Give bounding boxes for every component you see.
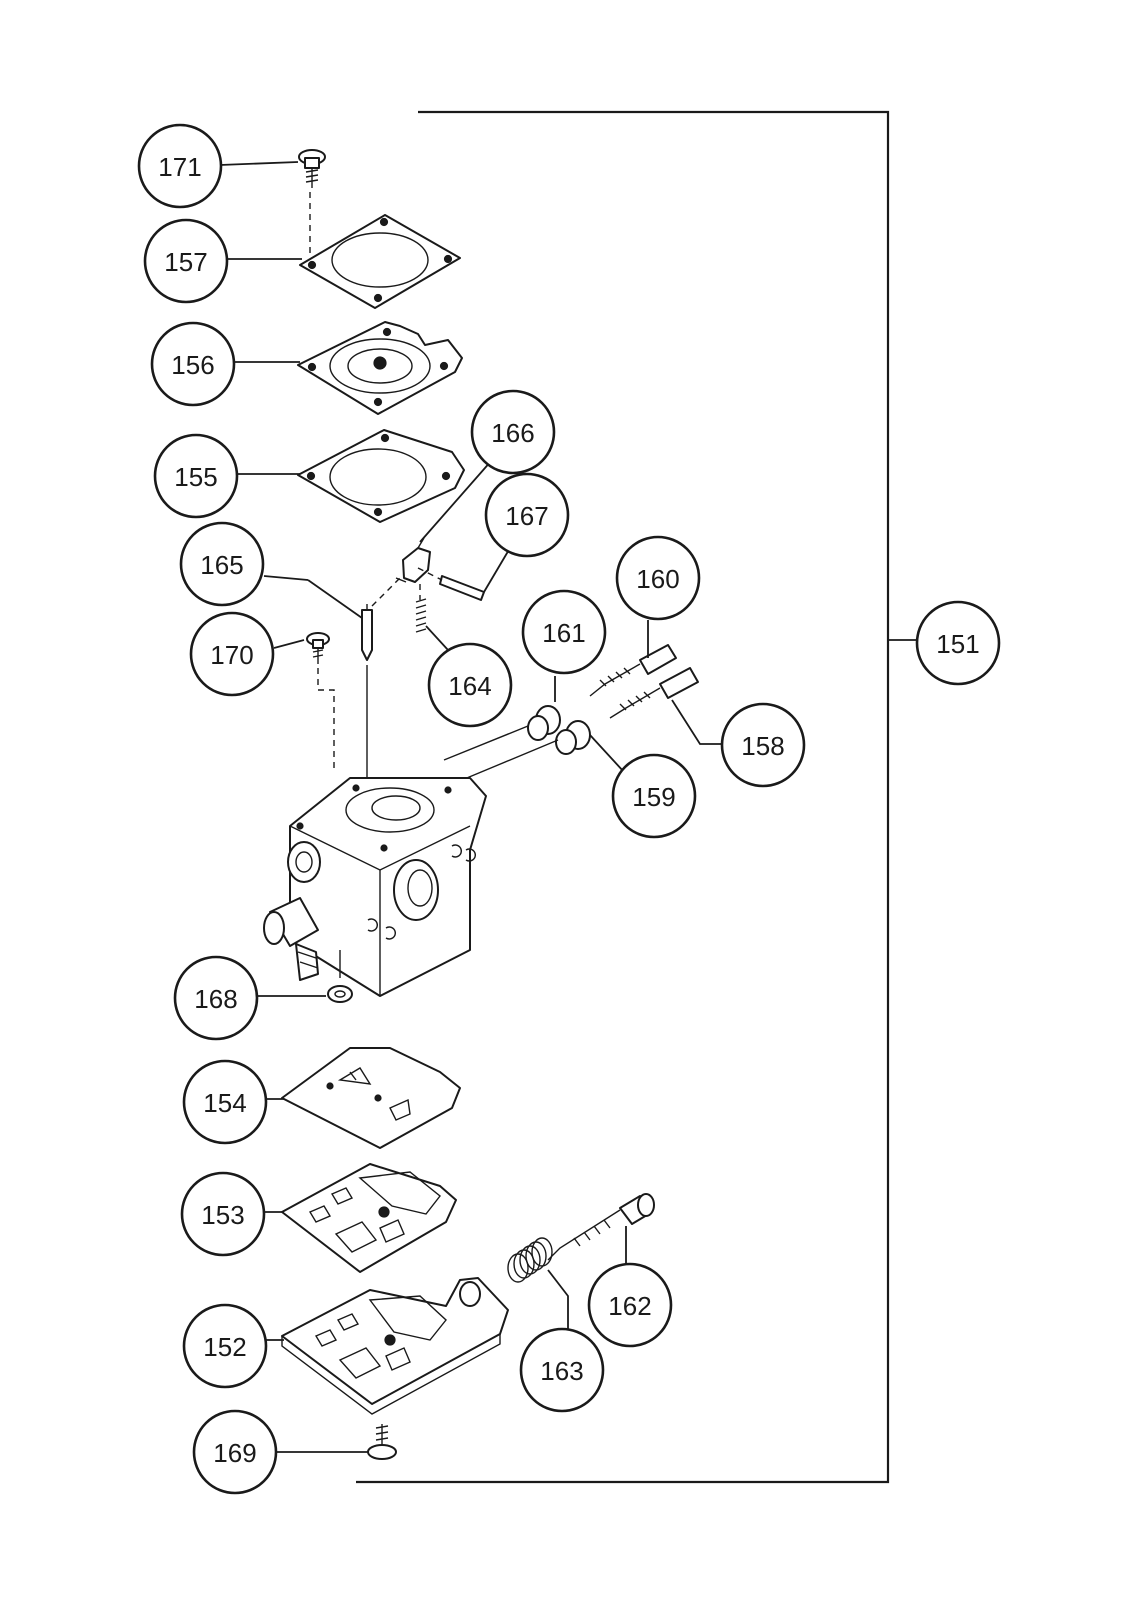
part-spring-163 bbox=[507, 1237, 569, 1330]
svg-text:153: 153 bbox=[201, 1200, 244, 1230]
callout-158: 158 bbox=[720, 702, 806, 788]
callout-164: 164 bbox=[427, 642, 513, 728]
callout-168: 168 bbox=[173, 955, 259, 1041]
svg-text:156: 156 bbox=[171, 350, 214, 380]
callout-153: 153 bbox=[180, 1171, 266, 1257]
svg-text:154: 154 bbox=[203, 1088, 246, 1118]
svg-text:160: 160 bbox=[636, 564, 679, 594]
part-pin-167 bbox=[417, 547, 511, 601]
callout-163: 163 bbox=[519, 1327, 605, 1413]
assembly-bracket bbox=[356, 110, 918, 1484]
callout-157: 157 bbox=[143, 218, 229, 304]
callout-170: 170 bbox=[189, 611, 275, 697]
part-carburetor-body bbox=[263, 777, 487, 997]
leader-lines bbox=[219, 161, 305, 1341]
svg-text:169: 169 bbox=[213, 1438, 256, 1468]
svg-text:170: 170 bbox=[210, 640, 253, 670]
callout-155: 155 bbox=[153, 433, 239, 519]
part-needle-158 bbox=[609, 667, 722, 745]
part-needle-165 bbox=[263, 575, 403, 816]
svg-text:168: 168 bbox=[194, 984, 237, 1014]
part-screw-170 bbox=[306, 632, 335, 770]
svg-text:162: 162 bbox=[608, 1291, 651, 1321]
callout-165: 165 bbox=[179, 521, 265, 607]
svg-text:158: 158 bbox=[741, 731, 784, 761]
part-washer-168 bbox=[252, 985, 353, 1003]
svg-text:165: 165 bbox=[200, 550, 243, 580]
part-gasket-154 bbox=[281, 1047, 461, 1149]
part-pump-cover-152 bbox=[281, 1277, 509, 1415]
svg-text:157: 157 bbox=[164, 247, 207, 277]
callout-159: 159 bbox=[611, 753, 697, 839]
part-spring-164 bbox=[415, 584, 449, 651]
svg-text:161: 161 bbox=[542, 618, 585, 648]
callout-152: 152 bbox=[182, 1303, 268, 1389]
callout-154: 154 bbox=[182, 1059, 268, 1145]
callout-166: 166 bbox=[470, 389, 556, 475]
part-screw-162 bbox=[547, 1193, 655, 1266]
svg-text:151: 151 bbox=[936, 629, 979, 659]
part-seal-161 bbox=[527, 676, 561, 741]
part-screw-169 bbox=[274, 1424, 397, 1460]
svg-text:164: 164 bbox=[448, 671, 491, 701]
part-cover-157 bbox=[299, 214, 461, 309]
part-lever-166 bbox=[395, 459, 493, 583]
svg-text:159: 159 bbox=[632, 782, 675, 812]
part-screw-171 bbox=[298, 149, 326, 254]
callout-162: 162 bbox=[587, 1262, 673, 1348]
callout-171: 171 bbox=[137, 123, 223, 209]
svg-text:163: 163 bbox=[540, 1356, 583, 1386]
callout-160: 160 bbox=[615, 535, 701, 621]
callout-167: 167 bbox=[484, 472, 570, 558]
callout-161: 161 bbox=[521, 589, 607, 675]
callout-169: 169 bbox=[192, 1409, 278, 1495]
svg-text:152: 152 bbox=[203, 1332, 246, 1362]
svg-text:155: 155 bbox=[174, 462, 217, 492]
callout-156: 156 bbox=[150, 321, 236, 407]
part-gasket-155 bbox=[297, 429, 465, 523]
svg-text:167: 167 bbox=[505, 501, 548, 531]
svg-text:166: 166 bbox=[491, 418, 534, 448]
part-needle-160 bbox=[589, 620, 677, 697]
callout-151: 151 bbox=[915, 600, 1001, 686]
part-diaphragm-156 bbox=[297, 321, 463, 415]
part-plate-153 bbox=[281, 1163, 457, 1273]
part-seal-159 bbox=[443, 720, 625, 781]
svg-text:171: 171 bbox=[158, 152, 201, 182]
